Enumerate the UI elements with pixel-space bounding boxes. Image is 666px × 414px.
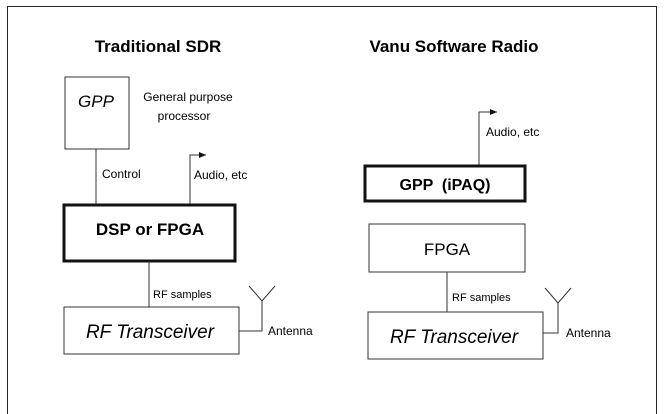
left-antenna-icon: [239, 285, 276, 332]
right-fpga-box: [368, 223, 526, 273]
left-gpp-desc-line2: processor: [158, 109, 211, 123]
right-rf-label: RF Transceiver: [390, 327, 519, 348]
right-rf-samples-label: RF samples: [452, 292, 511, 304]
left-rf-label: RF Transceiver: [86, 322, 215, 343]
right-antenna-icon: [543, 287, 572, 334]
right-rf-box: [367, 311, 544, 360]
left-heading: Traditional SDR: [95, 37, 222, 56]
left-rf-box: [63, 306, 240, 355]
left-gpp-desc-line1: General purpose: [143, 90, 233, 104]
right-gpp-box: [363, 164, 527, 203]
right-audio-arrow: [478, 109, 497, 166]
left-audio-arrow: [189, 152, 206, 205]
right-heading: Vanu Software Radio: [369, 37, 538, 56]
left-gpp-box: [64, 76, 130, 150]
right-antenna-label: Antenna: [566, 326, 611, 340]
left-control-label: Control: [102, 167, 141, 181]
left-gpp-label: GPP: [78, 92, 115, 111]
left-dsp-box: [62, 203, 237, 263]
right-fpga-label: FPGA: [424, 240, 471, 259]
diagram-frame: [7, 6, 657, 414]
right-gpp-label: GPP (iPAQ): [400, 177, 491, 194]
right-audio-label: Audio, etc: [486, 125, 539, 139]
left-audio-label: Audio, etc: [194, 168, 247, 182]
left-rf-samples-label: RF samples: [153, 289, 212, 301]
left-dsp-label: DSP or FPGA: [96, 220, 204, 239]
left-antenna-label: Antenna: [268, 324, 313, 338]
